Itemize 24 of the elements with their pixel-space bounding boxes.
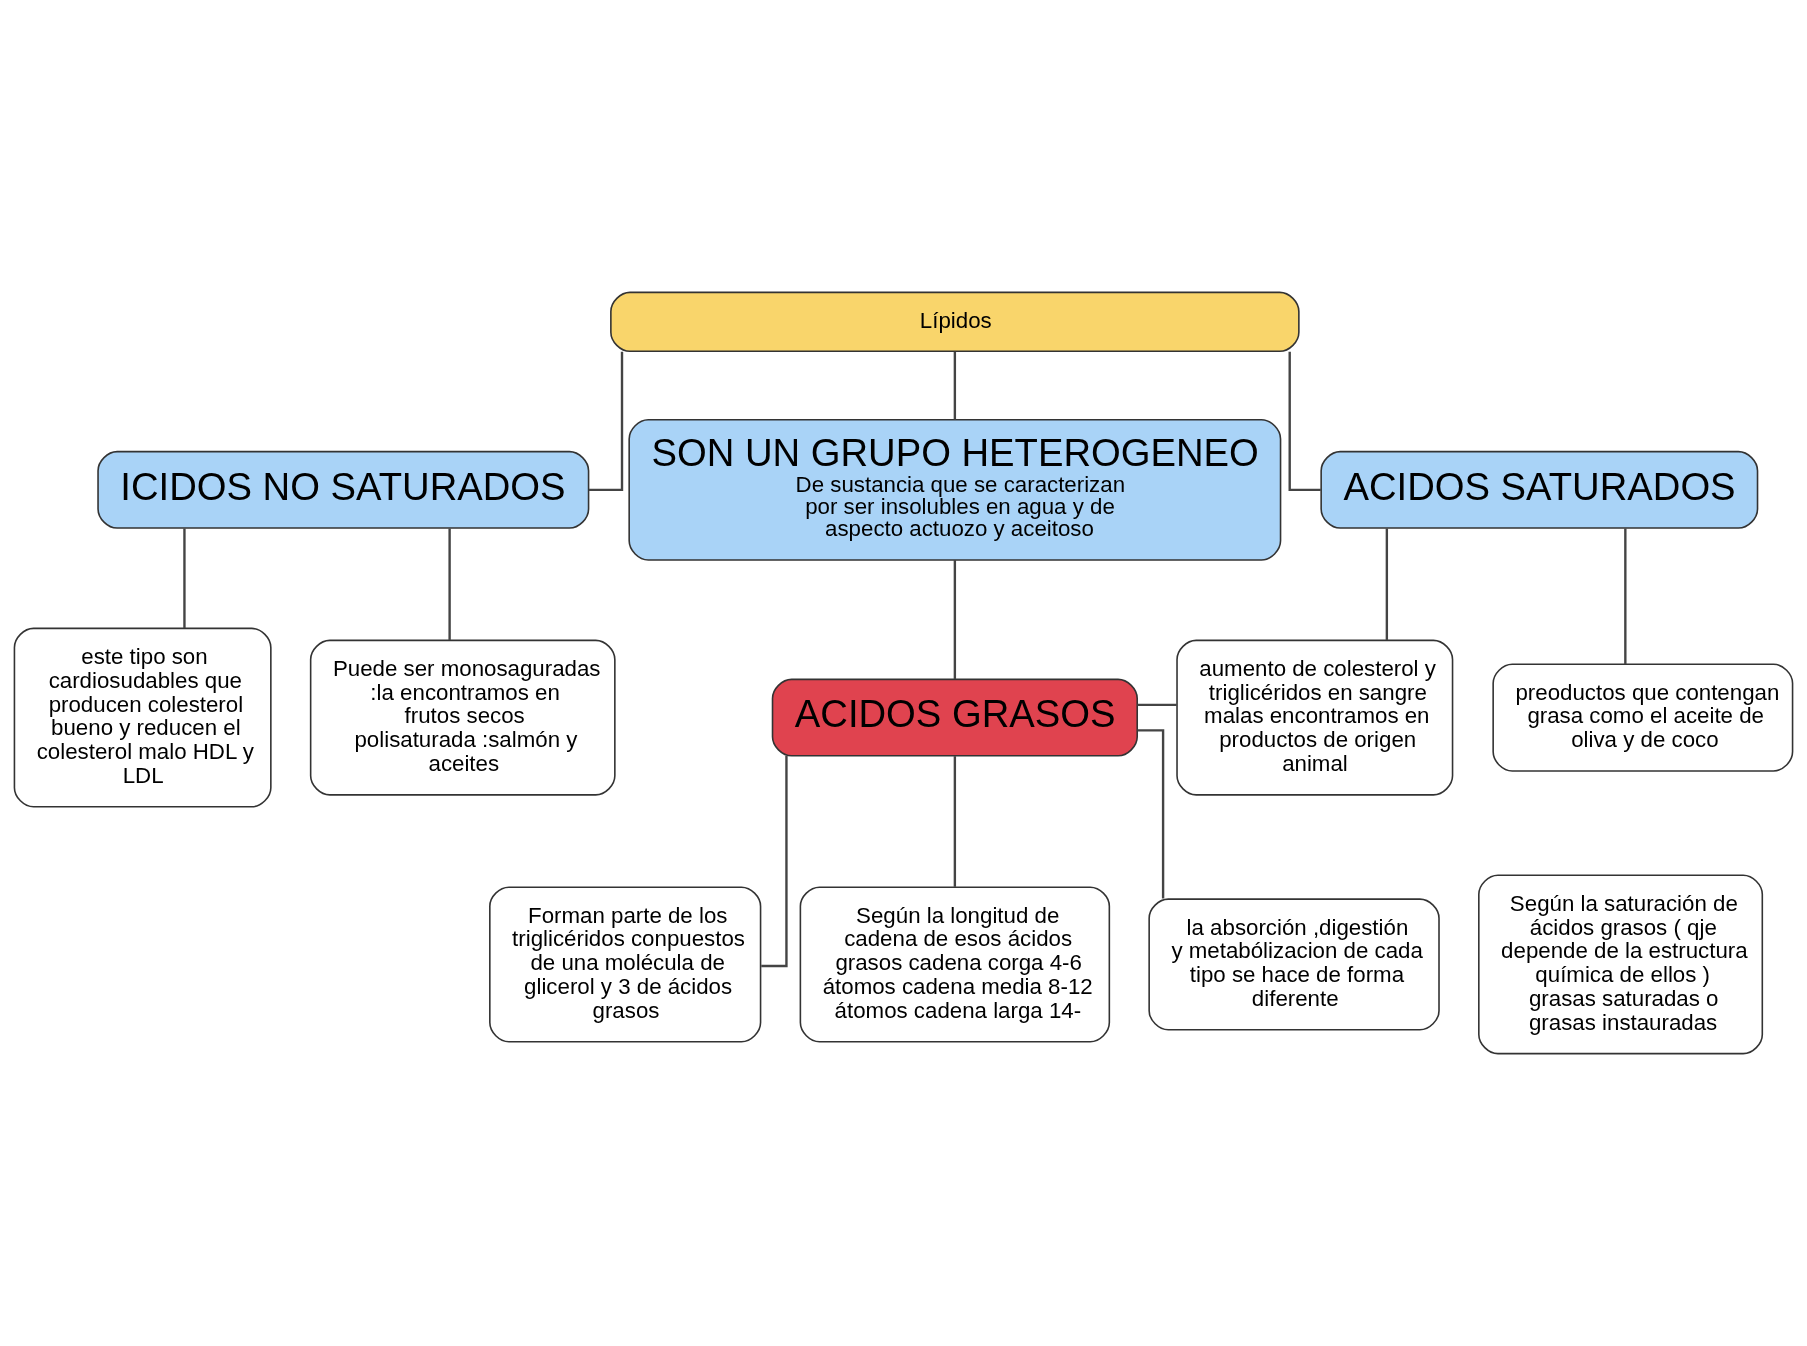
node-box: Lípidos (610, 291, 1300, 353)
connector (1137, 703, 1177, 707)
node-box: SON UN GRUPO HETEROGENEO De sustancia que se caracterizan por ser insolubles en agua y de aspecto actuozo y aceitoso (628, 419, 1282, 561)
node-box: aumento de colesterol y triglicéridos en sangre malas encontramos en productos de origen animal (1176, 639, 1454, 796)
node-box: este tipo son cardiosudables que producen colesterol bueno y reducen el colesterol malo HDL y LDL (13, 627, 272, 808)
connector (588, 351, 624, 492)
connector (953, 560, 957, 680)
connector (1137, 729, 1165, 899)
connector (953, 756, 957, 887)
connector (1385, 528, 1389, 640)
node-box: ACIDOS SATURADOS (1320, 450, 1759, 529)
node-box: Forman parte de los triglicéridos conpuestos de una molécula de glicerol y 3 de ácidos grasos (489, 886, 762, 1043)
node-box: ACIDOS GRASOS (771, 678, 1138, 757)
connector (1288, 351, 1321, 492)
node-box: la absorción ,digestión y metabólizacion de cada tipo se hace de forma diferente (1148, 898, 1440, 1031)
connector (1624, 528, 1627, 665)
connector (448, 528, 451, 640)
node-box: preoductos que contengan grasa como el aceite de oliva y de coco (1492, 663, 1794, 772)
node-box: Puede ser monosaguradas :la encontramos en frutos secos polisaturada :salmón y aceites (309, 639, 616, 796)
connector (183, 528, 186, 629)
node-box: Según la longitud de cadena de esos ácidos grasos cadena corga 4-6 átomos cadena media 8-12 átomos cadena larga 14- (799, 886, 1111, 1043)
connector (953, 351, 957, 420)
node-box: Según la saturación de ácidos grasos ( qje depende de la estructura química de ellos ) grasas saturadas o grasas instauradas (1478, 874, 1764, 1055)
node-box: ICIDOS NO SATURADOS (97, 450, 590, 529)
